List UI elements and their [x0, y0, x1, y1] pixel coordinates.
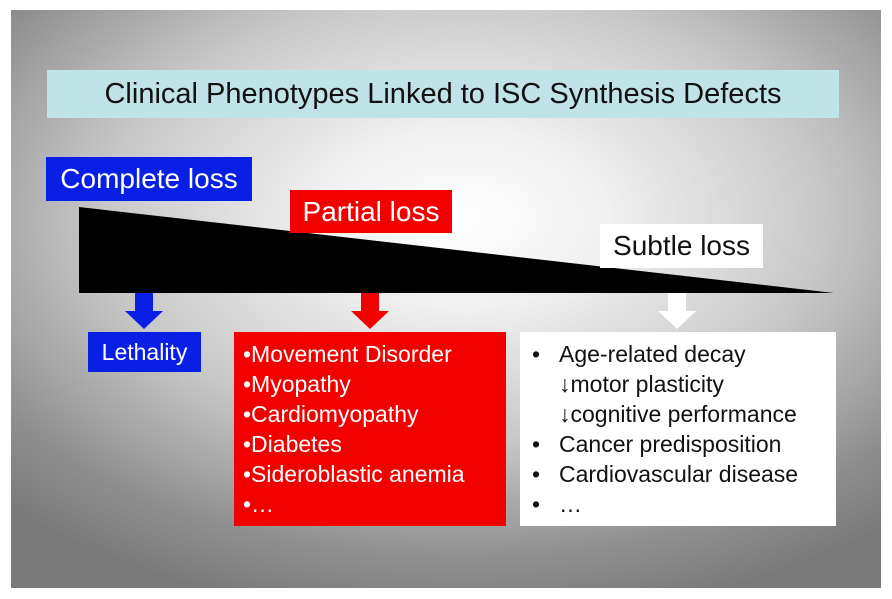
partial-item: •Myopathy: [243, 371, 351, 397]
subtle-item-text: Cardiovascular disease: [559, 461, 799, 487]
label-partial-loss: Partial loss: [290, 190, 452, 233]
bullet-marker: [532, 399, 559, 429]
bullet-marker: •: [532, 341, 541, 367]
loss-gradient-wedge: [79, 207, 834, 293]
outcome-lethality: Lethality: [88, 332, 201, 372]
label-subtle-loss: Subtle loss: [600, 224, 763, 268]
subtle-item-text: …: [559, 491, 582, 517]
subtle-item: • …: [532, 489, 836, 519]
outcome-partial-box: •Movement Disorder •Myopathy •Cardiomyop…: [234, 332, 506, 526]
subtle-item-text: ↓cognitive performance: [559, 401, 797, 427]
bullet-marker: •: [532, 461, 541, 487]
arrow-complete: [125, 293, 163, 329]
bullet-marker: [532, 369, 559, 399]
arrow-subtle: [658, 293, 696, 329]
subtle-item: • Cancer predisposition: [532, 429, 836, 459]
subtle-item-text: Cancer predisposition: [559, 431, 782, 457]
partial-item: •Movement Disorder: [243, 341, 452, 367]
subtle-item-text: Age-related decay: [559, 341, 746, 367]
bullet-marker: •: [532, 491, 541, 517]
subtle-item: ↓cognitive performance: [532, 399, 836, 429]
label-complete-loss: Complete loss: [46, 157, 252, 201]
arrow-partial: [351, 293, 389, 329]
subtle-item: ↓motor plasticity: [532, 369, 836, 399]
outcome-subtle-box: • Age-related decay ↓motor plasticity ↓c…: [520, 332, 836, 526]
partial-item: •Diabetes: [243, 431, 342, 457]
partial-item: •…: [243, 491, 275, 517]
subtle-item: • Age-related decay: [532, 339, 836, 369]
subtle-item-text: ↓motor plasticity: [559, 371, 724, 397]
subtle-item: • Cardiovascular disease: [532, 459, 836, 489]
diagram-title: Clinical Phenotypes Linked to ISC Synthe…: [47, 70, 839, 118]
partial-item: •Cardiomyopathy: [243, 401, 419, 427]
partial-item: •Sideroblastic anemia: [243, 461, 465, 487]
bullet-marker: •: [532, 431, 541, 457]
